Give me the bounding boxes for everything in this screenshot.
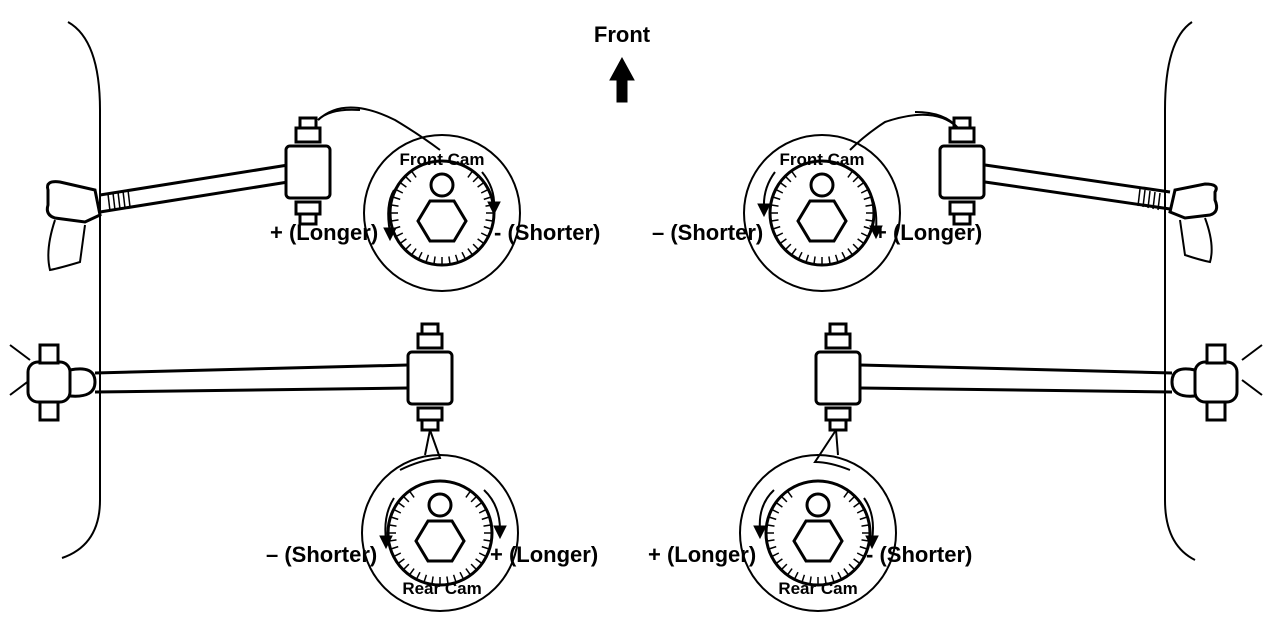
rear-left-arm (9, 322, 454, 432)
front-right-longer-label: + (Longer) (874, 220, 982, 245)
rear-right-cam: Rear Cam + (Longer) - (Shorter) (648, 429, 972, 612)
rear-left-shorter-label: – (Shorter) (266, 542, 377, 567)
rear-left-longer-label: + (Longer) (490, 542, 598, 567)
front-left-shorter-label: - (Shorter) (494, 220, 600, 245)
right-wheel-outline (1164, 21, 1196, 561)
front-cam-label-right: Front Cam (780, 150, 865, 169)
front-right-arm (938, 116, 1219, 264)
front-right-cam: Front Cam – (Shorter) + (Longer) (652, 111, 982, 292)
front-left-longer-label: + (Longer) (270, 220, 378, 245)
rear-right-arm (814, 322, 1263, 432)
front-label: Front (594, 22, 651, 47)
left-wheel-outline (61, 21, 101, 559)
front-left-cam: Front Cam + (Longer) - (Shorter) (270, 106, 600, 292)
rear-left-cam: Rear Cam – (Shorter) + (Longer) (266, 429, 598, 612)
front-left-arm (45, 116, 332, 272)
rear-right-longer-label: + (Longer) (648, 542, 756, 567)
rear-cam-label: Rear Cam (402, 579, 481, 598)
front-cam-label: Front Cam (400, 150, 485, 169)
rear-right-shorter-label: - (Shorter) (866, 542, 972, 567)
rear-cam-label-right: Rear Cam (778, 579, 857, 598)
up-arrow-icon (609, 56, 635, 103)
front-right-shorter-label: – (Shorter) (652, 220, 763, 245)
front-indicator: Front (594, 22, 651, 103)
